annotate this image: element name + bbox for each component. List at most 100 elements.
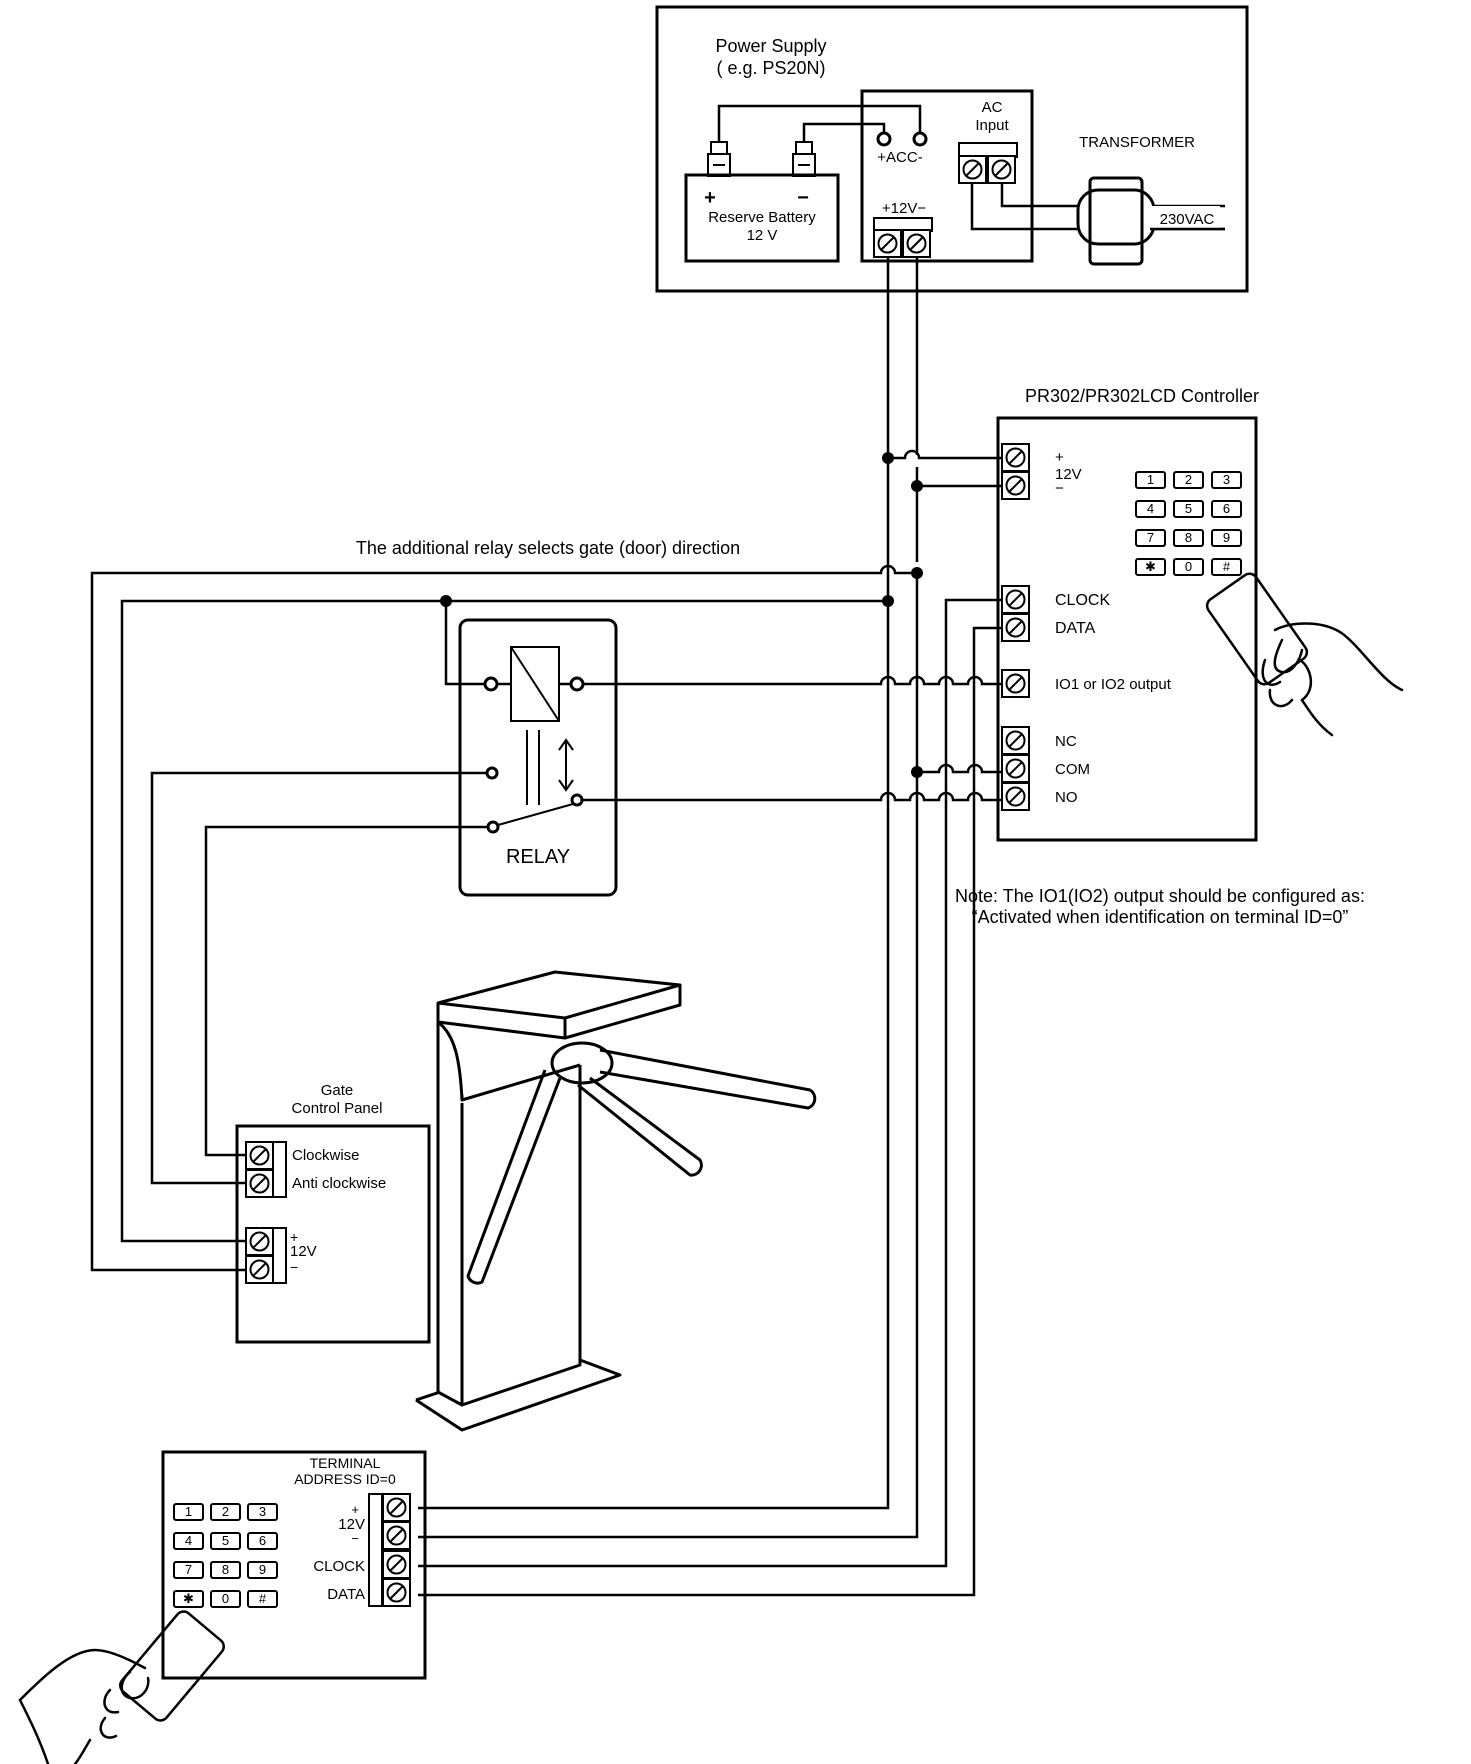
keypad-key: 8	[210, 1561, 241, 1579]
gate-control-panel: Gate Control Panel Clockwise Anti clockw…	[235, 1082, 431, 1344]
keypad-key: 2	[210, 1503, 241, 1521]
keypad-key: 9	[247, 1561, 278, 1579]
relay-coil-terminal-2	[569, 676, 585, 692]
keypad-key-label: ✱	[183, 1591, 194, 1606]
keypad-key: #	[247, 1590, 278, 1608]
relay-nc-contact	[485, 766, 499, 780]
keypad-key: 6	[1211, 500, 1242, 518]
controller-nc-label: NC	[1055, 733, 1077, 750]
battery-label: Reserve Battery	[708, 209, 816, 226]
keypad-key: 7	[1135, 529, 1166, 547]
keypad-key: 5	[1173, 500, 1204, 518]
keypad-key-label: #	[1223, 559, 1231, 574]
terminal-12v-label: 12V	[338, 1516, 365, 1533]
acc-plus-terminal	[876, 131, 892, 147]
relay-no-contact	[570, 793, 584, 807]
terminal-enclosure	[161, 1450, 427, 1680]
keypad-key-label: 6	[1223, 501, 1230, 516]
double-arrow-icon	[558, 738, 574, 792]
keypad-key: ✱	[173, 1590, 204, 1608]
ac-terminal-block	[958, 142, 1018, 158]
gate-panel-title-2: Control Panel	[292, 1100, 383, 1117]
power-supply-model: ( e.g. PS20N)	[716, 58, 825, 78]
acc-label: +ACC-	[877, 149, 922, 166]
dc-output-label: +12V−	[882, 200, 926, 217]
controller-power-wires	[882, 449, 1002, 492]
turnstile-icon	[415, 970, 817, 1432]
battery-minus-clip-icon	[792, 141, 816, 177]
keypad-key: 5	[210, 1532, 241, 1550]
controller: PR302/PR302LCD Controller + 12V − CLOCK …	[996, 386, 1259, 842]
keypad-key: 1	[1135, 471, 1166, 489]
terminal-address: ADDRESS ID=0	[294, 1471, 396, 1487]
ac-input-label-2: Input	[975, 117, 1009, 134]
keypad-key: 8	[1173, 529, 1204, 547]
gate-plus-label: +	[290, 1229, 298, 1245]
keypad-key-label: 9	[259, 1562, 266, 1577]
battery-voltage: 12 V	[747, 227, 778, 244]
terminal-plus-label: +	[351, 1502, 359, 1517]
terminal-title: TERMINAL	[310, 1455, 381, 1471]
terminal-minus-label: −	[351, 1531, 359, 1546]
controller-io-output-label: IO1 or IO2 output	[1055, 676, 1172, 693]
keypad-key-label: 1	[1147, 472, 1154, 487]
hand-with-card-icon	[1205, 572, 1404, 737]
power-supply-enclosure	[655, 5, 1249, 293]
ac-input-label: AC	[982, 99, 1003, 116]
keypad-key: 0	[1173, 558, 1204, 576]
terminal: TERMINAL ADDRESS ID=0 + 12V − CLOCK DATA…	[161, 1450, 427, 1680]
controller-keypad: 1 2 3 4 5 6 7 8 9 ✱ 0 #	[1135, 471, 1242, 576]
controller-data-label: DATA	[1055, 620, 1096, 637]
terminal-data-label: DATA	[327, 1586, 365, 1603]
keypad-key-label: 0	[222, 1591, 229, 1606]
hand-with-card-icon-2	[18, 1610, 225, 1764]
relay-caption: The additional relay selects gate (door)…	[356, 538, 740, 558]
keypad-key-label: 8	[222, 1562, 229, 1577]
gate-panel-enclosure	[235, 1124, 431, 1344]
keypad-key-label: 2	[1185, 472, 1192, 487]
power-bus-wires	[418, 257, 919, 1539]
acc-minus-terminal	[912, 131, 928, 147]
controller-power-minus: −	[1055, 480, 1064, 497]
gate-panel-title: Gate	[321, 1082, 354, 1099]
keypad-key: 3	[247, 1503, 278, 1521]
mains-voltage-label: 230VAC	[1160, 211, 1215, 228]
power-supply: Power Supply ( e.g. PS20N) + − Reserve B…	[655, 5, 1249, 293]
keypad-key: 4	[1135, 500, 1166, 518]
keypad-key: #	[1211, 558, 1242, 576]
battery-plus-clip-icon	[707, 141, 731, 177]
keypad-key-label: 2	[222, 1504, 229, 1519]
battery-plus-sign: +	[704, 187, 716, 209]
relay-enclosure	[458, 618, 618, 897]
keypad-key-label: 3	[1223, 472, 1230, 487]
keypad-key: 6	[247, 1532, 278, 1550]
keypad-key-label: 5	[222, 1533, 229, 1548]
controller-com-label: COM	[1055, 761, 1090, 778]
psu-board	[860, 89, 1034, 263]
keypad-key-label: 1	[185, 1504, 192, 1519]
gate-anticlockwise-label: Anti clockwise	[292, 1175, 386, 1192]
power-supply-title: Power Supply	[715, 36, 826, 56]
controller-power-plus: +	[1055, 449, 1064, 466]
relay: RELAY	[458, 618, 618, 897]
transformer-icon	[1076, 176, 1156, 266]
battery-minus-sign: −	[797, 187, 809, 209]
keypad-key-label: ✱	[1145, 559, 1156, 574]
keypad-key-label: 9	[1223, 530, 1230, 545]
keypad-key-label: #	[259, 1591, 267, 1606]
keypad-key-label: 6	[259, 1533, 266, 1548]
keypad-key-label: 8	[1185, 530, 1192, 545]
controller-clock-label: CLOCK	[1055, 592, 1110, 609]
keypad-key: 7	[173, 1561, 204, 1579]
keypad-key-label: 4	[1147, 501, 1154, 516]
controller-power-12v: 12V	[1055, 466, 1082, 483]
keypad-key: 3	[1211, 471, 1242, 489]
terminal-clock-label: CLOCK	[313, 1558, 365, 1575]
reserve-battery	[684, 173, 840, 263]
signal-wires	[90, 564, 1002, 1597]
keypad-key: 9	[1211, 529, 1242, 547]
controller-no-label: NO	[1055, 789, 1078, 806]
relay-coil-terminal-1	[483, 676, 499, 692]
